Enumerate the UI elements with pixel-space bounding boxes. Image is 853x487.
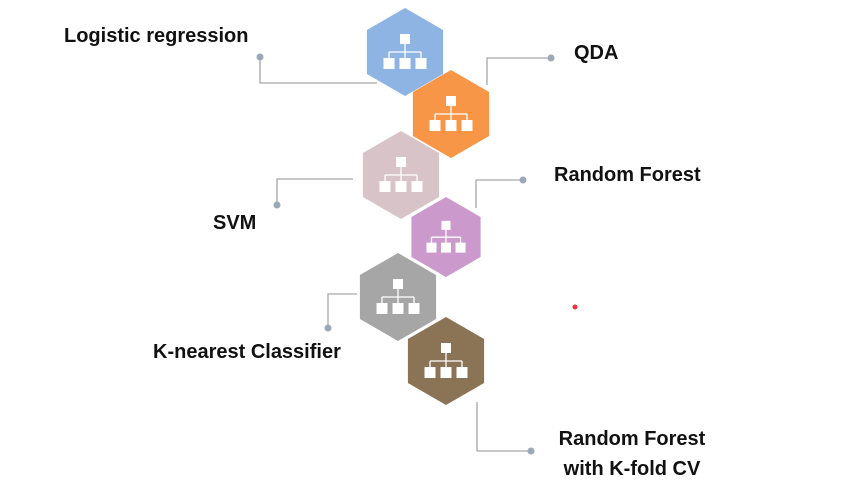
connector-qda [486,54,555,85]
hexagon-svm [362,131,440,219]
label-svm: SVM [213,212,257,234]
label-k-nearest-classifier: K-nearest Classifier [153,341,341,363]
hexagon-random-forest [411,197,481,277]
hierarchy-icon [426,220,466,253]
connector-dot [324,324,332,332]
connector-line [327,293,357,328]
connector-dot [527,447,535,455]
connector-random-forest-kfold [476,402,535,455]
accent-dot [572,304,578,310]
hierarchy-icon [429,96,473,131]
hierarchy-icon [376,279,420,314]
connector-line [259,57,377,84]
label-random-forest: Random Forest [554,164,701,186]
hexagon-random-forest-kfold [407,317,485,405]
label-random-forest-kfold: Random Forest with K-fold CV [552,424,712,484]
connector-line [486,57,551,85]
connector-dot [547,54,555,62]
connector-logistic-regression [256,53,377,84]
label-qda: QDA [574,42,619,64]
label-random-forest-kfold-line2: with K-fold CV [563,458,701,480]
hexagon-k-nearest-classifier [359,253,437,341]
connector-random-forest [475,176,527,208]
connector-svm [273,178,353,209]
connector-k-nearest-classifier [324,293,357,332]
connector-line [476,402,531,452]
label-logistic-regression: Logistic regression [64,25,249,47]
connector-line [276,178,353,205]
hexagon-logistic-regression [366,8,444,96]
connector-dot [273,201,281,209]
hierarchy-icon [424,343,468,378]
label-random-forest-kfold-line1: Random Forest [558,428,706,450]
connector-dot [519,176,527,184]
connector-dot [256,53,264,61]
hierarchy-icon [383,34,427,69]
hierarchy-icon [379,157,423,192]
connector-line [475,179,523,208]
hexagon-qda [412,70,490,158]
